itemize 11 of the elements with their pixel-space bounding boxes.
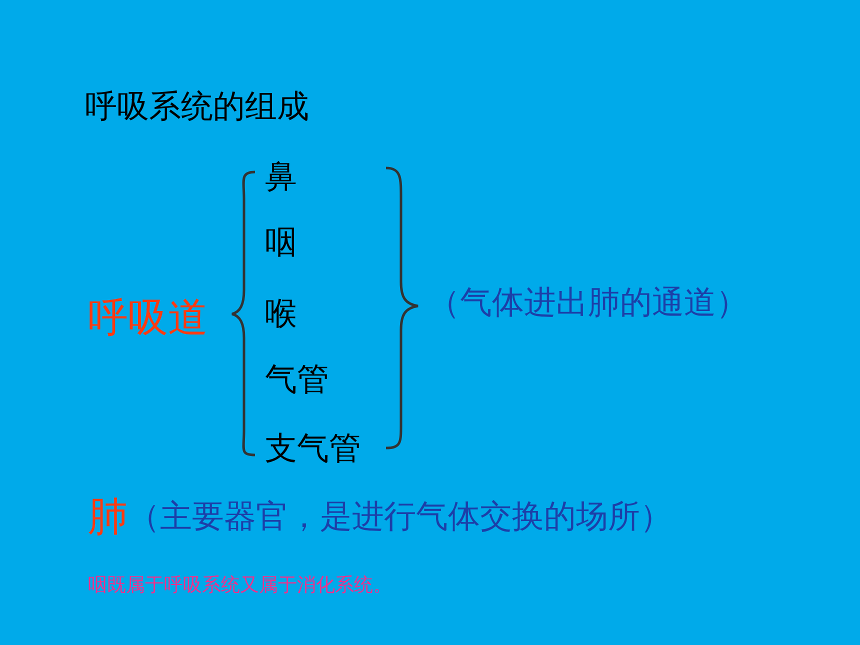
part-label: 支气管 [265, 432, 361, 464]
part-label: 咽 [265, 226, 297, 258]
category-label: 呼吸道 [88, 298, 208, 338]
part-label: 鼻 [265, 160, 297, 192]
description-text: （气体进出肺的通道） [428, 286, 748, 318]
category-label: 肺 [88, 497, 128, 537]
note-text: 咽既属于呼吸系统又属于消化系统。 [88, 576, 392, 595]
description-text: （主要器官，是进行气体交换的场所） [128, 500, 672, 532]
part-label: 气管 [265, 363, 329, 395]
title: 呼吸系统的组成 [85, 90, 309, 122]
part-label: 喉 [265, 297, 297, 329]
